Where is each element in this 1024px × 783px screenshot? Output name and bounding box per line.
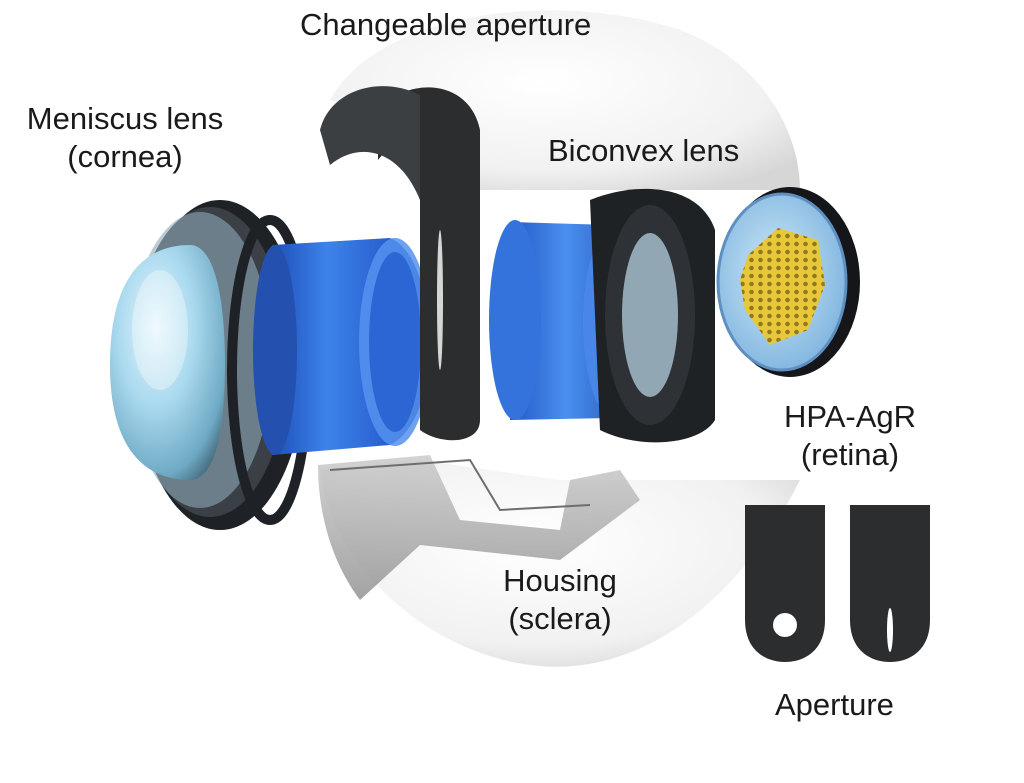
- meniscus-label-line1: Meniscus lens: [26, 101, 224, 136]
- housing-label-line1: Housing: [503, 563, 617, 598]
- changeable-aperture-plate: [320, 86, 480, 441]
- meniscus-lens-label: Meniscus lens (cornea): [10, 100, 240, 176]
- changeable-aperture-label: Changeable aperture: [300, 7, 592, 42]
- housing-bottom: [318, 455, 800, 667]
- retina-sensor: [716, 187, 860, 377]
- lens-barrel: [253, 238, 431, 455]
- housing-label: Housing (sclera): [490, 562, 630, 638]
- biconvex-lens: [590, 188, 715, 443]
- hpa-label-line1: HPA-AgR: [783, 399, 917, 434]
- aperture-slit-plate: [850, 505, 930, 662]
- biconvex-lens-label: Biconvex lens: [548, 133, 740, 168]
- housing-label-line2: (sclera): [508, 601, 612, 636]
- meniscus-label-line2: (cornea): [67, 139, 183, 174]
- aperture-circle-plate: [745, 505, 825, 662]
- hpa-label-line2: (retina): [800, 437, 900, 472]
- hpa-agr-label: HPA-AgR (retina): [770, 398, 930, 474]
- aperture-label: Aperture: [775, 687, 894, 722]
